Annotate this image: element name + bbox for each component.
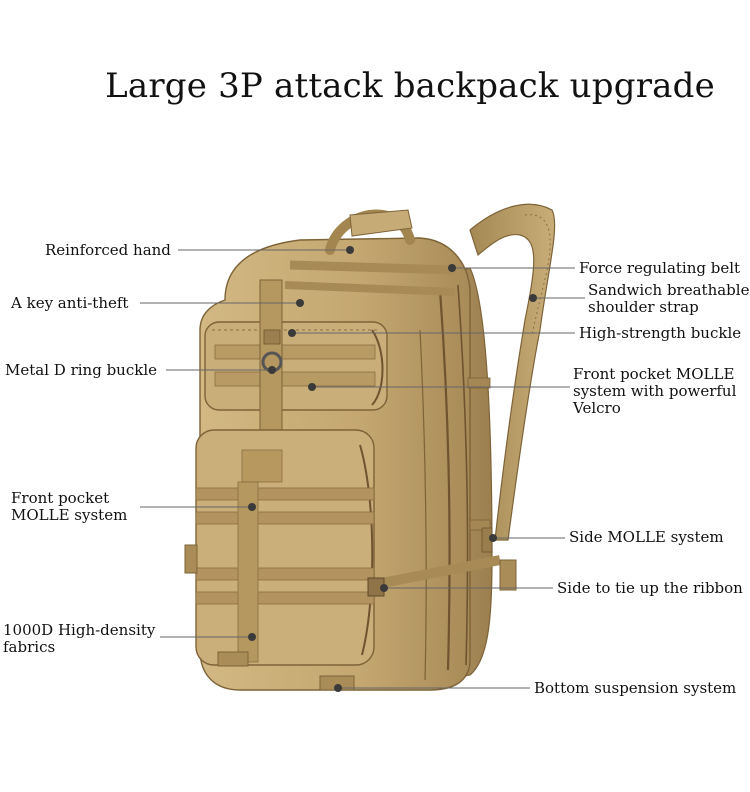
- label-front-pocket-molle: Front pocket MOLLE system: [11, 490, 127, 524]
- label-shoulder-strap: Sandwich breathable shoulder strap: [588, 282, 749, 316]
- label-bottom-suspension: Bottom suspension system: [534, 679, 737, 697]
- label-line: Sandwich breathable: [588, 281, 750, 299]
- label-line: Front pocket: [11, 489, 110, 507]
- label-high-strength-buckle: High-strength buckle: [579, 324, 742, 342]
- label-metal-d-ring-buckle: Metal D ring buckle: [5, 361, 157, 379]
- label-line: Velcro: [573, 399, 621, 417]
- label-side-ribbon: Side to tie up the ribbon: [557, 579, 743, 597]
- label-line: MOLLE system: [11, 506, 128, 524]
- label-line: shoulder strap: [588, 298, 699, 316]
- upper-front-pocket: [204, 321, 388, 411]
- label-line: system with powerful: [573, 382, 737, 400]
- label-front-pocket-velcro: Front pocket MOLLE system with powerful …: [573, 366, 736, 417]
- label-side-molle-system: Side MOLLE system: [569, 528, 724, 546]
- label-force-regulating-belt: Force regulating belt: [579, 259, 741, 277]
- label-line: Front pocket MOLLE: [573, 365, 735, 383]
- label-high-density-fabrics: 1000D High-density fabrics: [3, 622, 155, 656]
- label-reinforced-hand: Reinforced hand: [45, 241, 171, 259]
- shoulder-strap: [469, 203, 556, 541]
- label-line: fabrics: [3, 638, 56, 656]
- label-line: 1000D High-density: [3, 621, 156, 639]
- page-title: Large 3P attack backpack upgrade: [105, 66, 715, 106]
- label-key-anti-theft: A key anti-theft: [11, 294, 129, 312]
- lower-front-pocket: [195, 429, 375, 666]
